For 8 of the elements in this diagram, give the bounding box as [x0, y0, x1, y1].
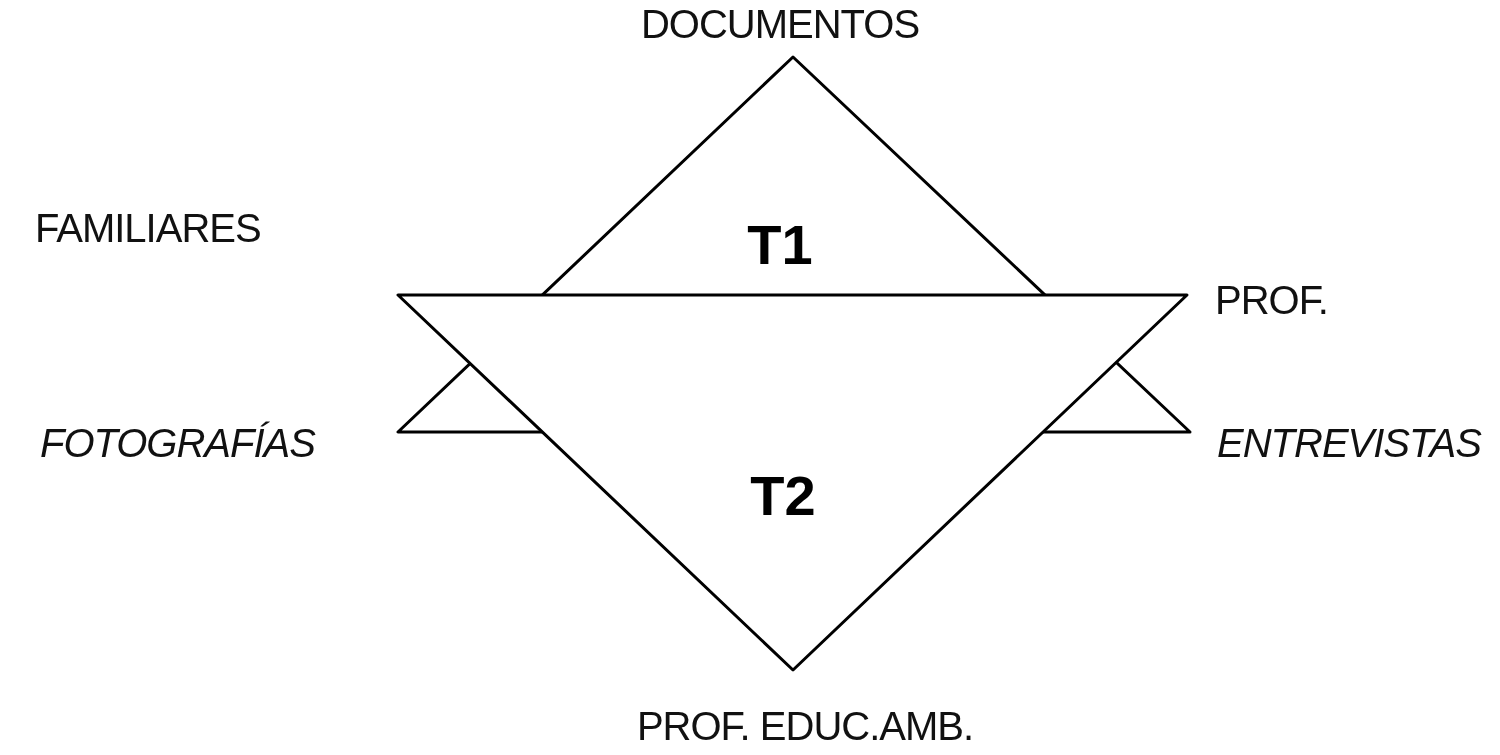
vertex-label: FAMILIARES: [35, 208, 261, 248]
vertex-label: FOTOGRAFÍAS: [40, 423, 315, 463]
vertex-label: DOCUMENTOS: [640, 4, 920, 44]
vertex-label: PROF. EDUC.AMB.: [636, 706, 974, 746]
vertex-label: PROF.: [1215, 280, 1328, 320]
triangle-label: T1: [747, 217, 813, 273]
vertex-label: ENTREVISTAS: [1217, 423, 1481, 463]
triangle-label: T2: [750, 468, 816, 524]
